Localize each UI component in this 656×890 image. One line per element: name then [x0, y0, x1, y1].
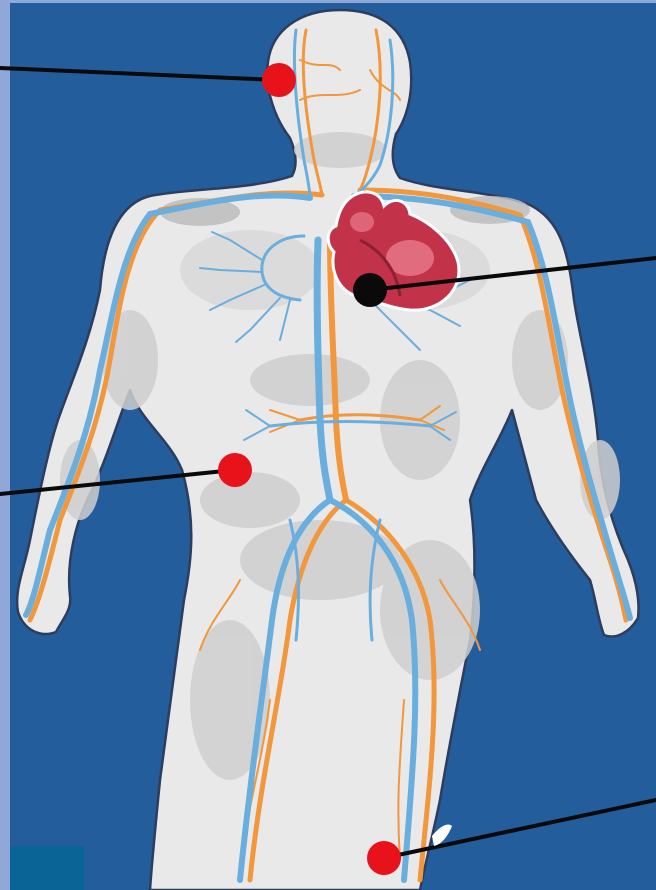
- marker-head: [262, 63, 296, 97]
- corner-box: [10, 846, 84, 890]
- marker-thigh: [367, 841, 401, 875]
- marker-heart: [353, 273, 387, 307]
- marker-abdomen: [218, 453, 252, 487]
